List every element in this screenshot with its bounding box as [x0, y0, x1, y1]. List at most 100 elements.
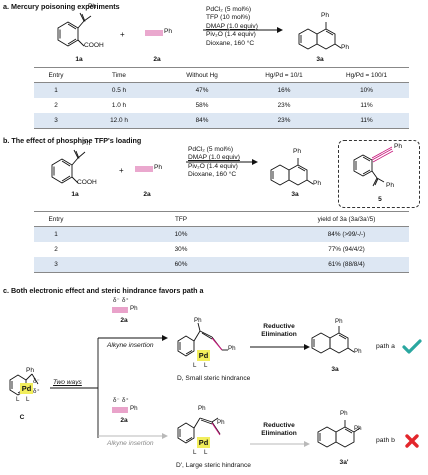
ligand-label: L: [204, 362, 208, 369]
ph-label: Ph: [130, 405, 138, 412]
condition-line: Piv₂O (1.4 equiv): [188, 162, 238, 170]
ph-label: Ph: [341, 44, 350, 51]
ph-label: Ph: [82, 140, 91, 147]
byproduct-5-box: [338, 140, 420, 208]
alkyne-insertion-label: Alkyne insertion: [107, 342, 154, 349]
alkyne-2a-structure: [112, 407, 128, 413]
ph-label: Ph: [394, 143, 403, 150]
table-cell: 1.0 h: [111, 102, 127, 109]
table-cell: 10%: [78, 226, 284, 242]
reactant-1a-structure: [57, 12, 92, 47]
reaction-arrow: [186, 159, 258, 165]
table-cell: 0.5 h: [78, 82, 160, 98]
table-cell: 10%: [324, 82, 409, 98]
intermediate-d-prime-label: D', Large steric hindrance: [176, 462, 251, 469]
table-cell: 1: [34, 82, 78, 98]
two-ways-label: Two ways: [53, 379, 82, 386]
condition-line: Dioxane, 160 °C: [206, 39, 255, 47]
product-3a-structure: [270, 158, 314, 186]
table-cell: 16%: [244, 82, 324, 98]
section-a-title: a. Mercury poisoning experiments: [3, 2, 120, 11]
path-a-label: path a: [376, 343, 395, 350]
cooh-label: COOH: [77, 179, 97, 186]
condition-line: Piv₂O (1.4 equiv): [206, 31, 256, 39]
check-icon: [402, 339, 422, 354]
ph-label: Ph: [217, 419, 225, 426]
condition-line: DMAP (1.0 equiv): [188, 154, 240, 162]
condition-line: PdCl₂ (5 mol%): [206, 6, 252, 13]
delta-minus-label: δ⁻: [113, 397, 120, 404]
ph-label: Ph: [194, 317, 202, 324]
ph-label: Ph: [164, 28, 173, 35]
ph-label: Ph: [88, 3, 97, 10]
table-cell: 3: [34, 113, 78, 129]
alkyne-insertion-label: Alkyne insertion: [107, 440, 154, 447]
reductive-elimination-arrow-b: [250, 441, 310, 447]
product-3a-prime-structure: [317, 420, 361, 448]
column-header: Hg/Pd = 10/1: [244, 67, 324, 83]
ph-label: Ph: [293, 148, 302, 155]
reactant-2a-structure: [145, 30, 163, 36]
column-header: Time: [78, 67, 160, 83]
table-cell: 58%: [195, 102, 209, 109]
intermediate-d-prime-structure: [177, 417, 221, 444]
product-3a-prime-label: 3a': [339, 459, 349, 466]
ph-label: Ph: [335, 318, 343, 325]
reductive-elimination-label: Reductive Elimination: [261, 422, 297, 437]
table-cell: 12.0 h: [78, 113, 160, 129]
column-header: yield of 3a (3a/3a'/5): [284, 211, 409, 227]
intermediate-d-label: D, Small steric hindrance: [177, 375, 251, 382]
compound-5-label: 5: [378, 196, 382, 203]
compound-3a-label: 3a: [316, 56, 324, 63]
ph-label: Ph: [313, 180, 322, 187]
reaction-arrow: [203, 27, 283, 33]
cooh-label: COOH: [84, 42, 104, 49]
condition-line: DMAP (1.0 equiv): [206, 22, 258, 30]
table-row: 1 0.5 h 47% 16% 10%: [34, 82, 409, 98]
column-header: Without Hg: [160, 67, 244, 83]
ligand-label: L: [26, 396, 30, 403]
conditions-a: PdCl₂ (5 mol%) TFP (10 mol%) DMAP (1.0 e…: [206, 6, 258, 48]
plus-sign: +: [120, 30, 125, 39]
ligand-label: L: [204, 449, 208, 456]
pd-center: Pd: [197, 437, 210, 448]
alkyne-insertion-arrow-a: [98, 335, 168, 341]
table-row: 2 1.0 h 58% 23% 11%: [34, 98, 409, 113]
ligand-label: L: [193, 449, 197, 456]
ph-label: Ph: [321, 12, 330, 19]
section-c-title: c. Both electronic effect and steric hin…: [3, 286, 204, 295]
compound-2a-label: 2a: [153, 56, 161, 63]
table-cell: 11%: [324, 113, 409, 129]
table-cell: 47%: [160, 82, 244, 98]
table-cell: 84%: [160, 113, 244, 129]
reactant-2a-structure: [135, 166, 153, 172]
ph-label: Ph: [340, 410, 348, 417]
product-3a-label: 3a: [331, 366, 339, 373]
plus-sign: +: [119, 166, 124, 175]
table-cell: 2: [54, 246, 58, 253]
table-cell: 3: [34, 257, 78, 273]
table-row: 1 10% 84% (>99/-/-): [34, 226, 409, 242]
column-header: Hg/Pd = 100/1: [324, 67, 409, 83]
reagent-2a-label: 2a: [120, 317, 128, 324]
cross-icon: [405, 434, 419, 448]
ligand-label: L: [193, 362, 197, 369]
condition-line: PdCl₂ (5 mol%): [188, 146, 234, 153]
intermediate-d-structure: [177, 322, 228, 357]
delta-plus-label: δ⁺: [122, 297, 129, 304]
table-tfp-loading: Entry TFP yield of 3a (3a/3a'/5) 1 10% 8…: [34, 211, 409, 273]
section-b-title: b. The effect of phosphine TFP's loading: [3, 136, 142, 145]
table-cell: 1: [34, 226, 78, 242]
pd-center: Pd: [197, 350, 210, 361]
table-row: 3 60% 61% (88/8/4): [34, 257, 409, 273]
condition-line: Dioxane, 160 °C: [188, 171, 237, 179]
column-header: Entry: [34, 211, 78, 227]
ph-label: Ph: [26, 367, 35, 374]
compound-1a-label: 1a: [71, 191, 79, 198]
ph-label: Ph: [354, 348, 362, 355]
table-cell: 61% (88/8/4): [284, 257, 409, 273]
table-cell: 30%: [174, 246, 188, 253]
delta-minus-label: δ⁻: [113, 297, 120, 304]
delta-plus-label: δ⁺: [33, 388, 40, 395]
conditions-b: PdCl₂ (5 mol%) DMAP (1.0 equiv) Piv₂O (1…: [188, 146, 240, 180]
